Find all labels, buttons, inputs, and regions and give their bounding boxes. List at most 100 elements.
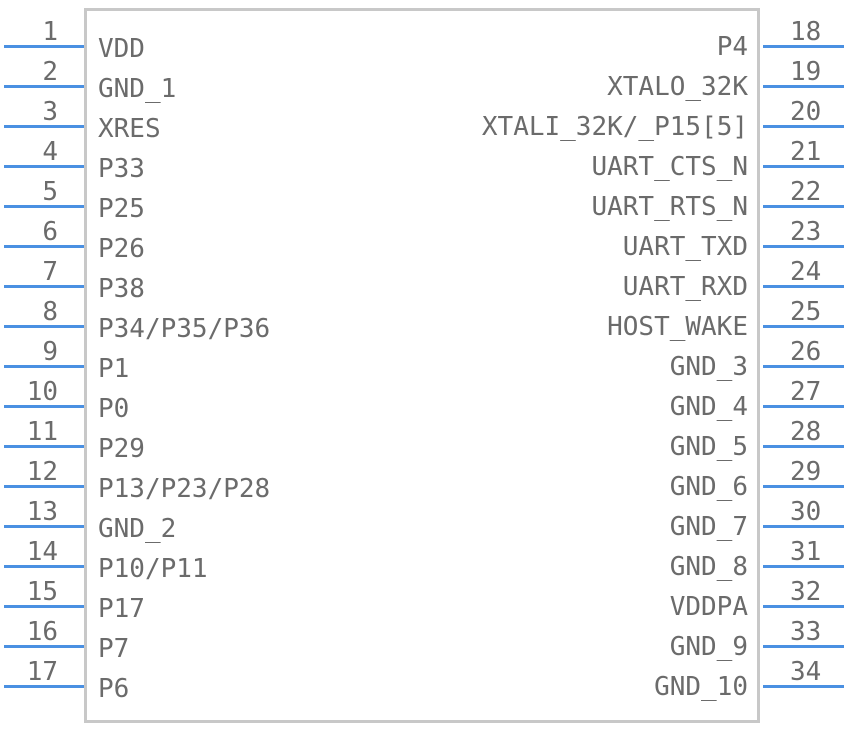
pin-2-label: GND_1 [98, 74, 177, 104]
pin-4-number: 4 [42, 137, 58, 167]
pin-17-label: P6 [98, 674, 130, 704]
pin-5-number: 5 [42, 177, 58, 207]
pin-2-line [4, 85, 84, 88]
pin-32-label: VDDPA [669, 592, 748, 622]
pin-7-number: 7 [42, 257, 58, 287]
pin-23-label: UART_TXD [622, 232, 748, 262]
pin-23-line [763, 245, 844, 248]
pin-4-line [4, 165, 84, 168]
pin-34-line [763, 685, 844, 688]
pin-14-line [4, 565, 84, 568]
pin-28-label: GND_5 [669, 432, 748, 462]
pin-7-line [4, 285, 84, 288]
pin-18-label: P4 [716, 32, 748, 62]
pin-33-label: GND_9 [669, 632, 748, 662]
pin-16-label: P7 [98, 634, 130, 664]
pin-23-number: 23 [790, 217, 822, 247]
pin-33-number: 33 [790, 617, 822, 647]
pin-25-label: HOST_WAKE [607, 312, 748, 342]
pin-1-label: VDD [98, 34, 145, 64]
pin-20-label: XTALI_32K/_P15[5] [481, 112, 748, 142]
pin-26-number: 26 [790, 337, 822, 367]
pin-5-label: P25 [98, 194, 145, 224]
pin-30-label: GND_7 [669, 512, 748, 542]
pin-12-number: 12 [26, 457, 58, 487]
pin-19-number: 19 [790, 57, 822, 87]
pin-16-number: 16 [26, 617, 58, 647]
pin-6-label: P26 [98, 234, 145, 264]
pin-21-line [763, 165, 844, 168]
pin-11-line [4, 445, 84, 448]
pin-1-number: 1 [42, 17, 58, 47]
pin-29-line [763, 485, 844, 488]
pin-32-number: 32 [790, 577, 822, 607]
pin-9-number: 9 [42, 337, 58, 367]
pin-4-label: P33 [98, 154, 145, 184]
pin-12-label: P13/P23/P28 [98, 474, 271, 504]
pin-8-number: 8 [42, 297, 58, 327]
pin-31-line [763, 565, 844, 568]
pin-11-label: P29 [98, 434, 145, 464]
pin-24-line [763, 285, 844, 288]
pin-31-label: GND_8 [669, 552, 748, 582]
pin-3-line [4, 125, 84, 128]
pin-10-number: 10 [26, 377, 58, 407]
pin-28-number: 28 [790, 417, 822, 447]
pin-11-number: 11 [26, 417, 58, 447]
pin-10-label: P0 [98, 394, 130, 424]
pin-18-line [763, 45, 844, 48]
pin-20-line [763, 125, 844, 128]
pin-6-line [4, 245, 84, 248]
pin-25-line [763, 325, 844, 328]
pin-7-label: P38 [98, 274, 145, 304]
pin-30-number: 30 [790, 497, 822, 527]
pin-21-number: 21 [790, 137, 822, 167]
pin-17-line [4, 685, 84, 688]
pin-27-line [763, 405, 844, 408]
pin-26-label: GND_3 [669, 352, 748, 382]
pin-26-line [763, 365, 844, 368]
pin-8-line [4, 325, 84, 328]
pin-29-number: 29 [790, 457, 822, 487]
pin-15-line [4, 605, 84, 608]
pin-15-number: 15 [26, 577, 58, 607]
pin-14-label: P10/P11 [98, 554, 208, 584]
pin-3-number: 3 [42, 97, 58, 127]
pin-29-label: GND_6 [669, 472, 748, 502]
pin-14-number: 14 [26, 537, 58, 567]
pin-12-line [4, 485, 84, 488]
pin-6-number: 6 [42, 217, 58, 247]
pin-1-line [4, 45, 84, 48]
pin-34-label: GND_10 [654, 672, 748, 702]
pin-27-number: 27 [790, 377, 822, 407]
component-body [84, 8, 760, 723]
pin-21-label: UART_CTS_N [591, 152, 748, 182]
pin-27-label: GND_4 [669, 392, 748, 422]
pin-20-number: 20 [790, 97, 822, 127]
pin-25-number: 25 [790, 297, 822, 327]
pin-19-label: XTALO_32K [607, 72, 748, 102]
pin-30-line [763, 525, 844, 528]
pin-8-label: P34/P35/P36 [98, 314, 271, 344]
pin-34-number: 34 [790, 657, 822, 687]
pin-24-label: UART_RXD [622, 272, 748, 302]
pin-18-number: 18 [790, 17, 822, 47]
pin-22-label: UART_RTS_N [591, 192, 748, 222]
pin-22-number: 22 [790, 177, 822, 207]
pin-24-number: 24 [790, 257, 822, 287]
pin-2-number: 2 [42, 57, 58, 87]
pin-13-line [4, 525, 84, 528]
pin-5-line [4, 205, 84, 208]
pin-33-line [763, 645, 844, 648]
pin-9-label: P1 [98, 354, 130, 384]
pin-28-line [763, 445, 844, 448]
pin-31-number: 31 [790, 537, 822, 567]
pin-9-line [4, 365, 84, 368]
pin-3-label: XRES [98, 114, 161, 144]
pin-22-line [763, 205, 844, 208]
pin-13-number: 13 [26, 497, 58, 527]
pin-10-line [4, 405, 84, 408]
pin-15-label: P17 [98, 594, 145, 624]
pin-32-line [763, 605, 844, 608]
pin-16-line [4, 645, 84, 648]
